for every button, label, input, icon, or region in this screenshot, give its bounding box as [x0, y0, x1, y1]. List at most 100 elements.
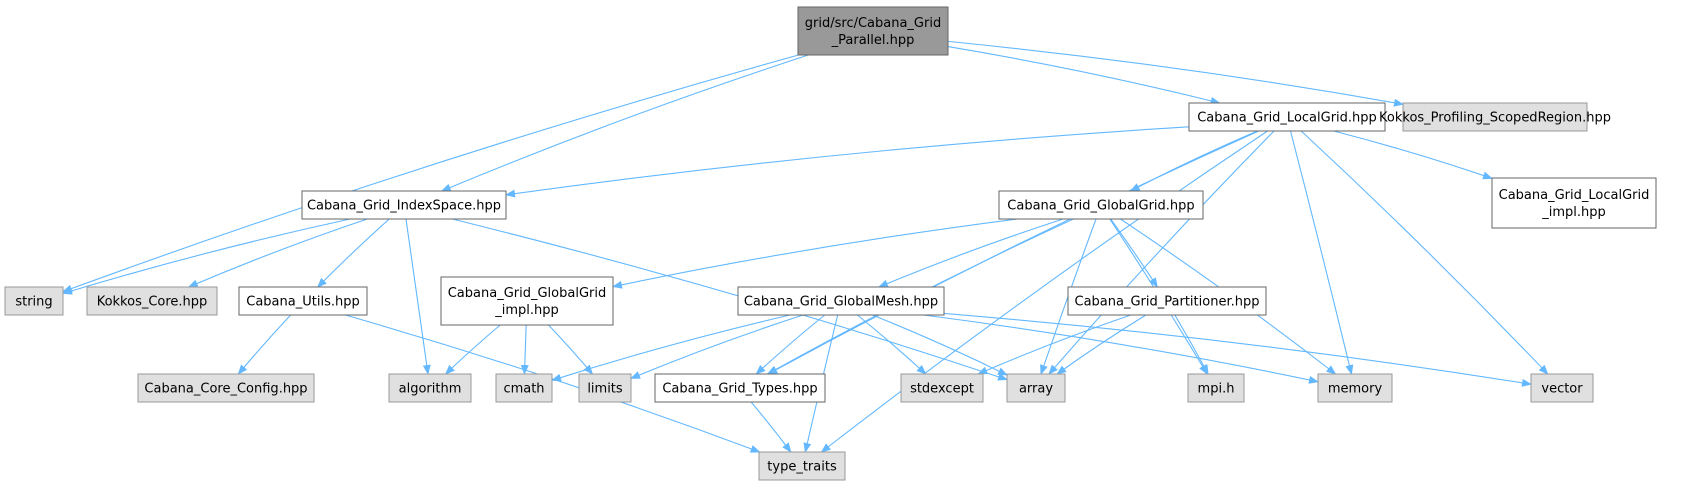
edge-line: [505, 126, 1190, 198]
edge-globalmesh-to-stdexcept: [856, 314, 927, 375]
edge-line: [856, 314, 927, 375]
edge-globalmesh-to-limits: [630, 314, 804, 379]
node-label: cmath: [503, 382, 544, 397]
edge-localgrid-to-array: [1048, 130, 1275, 375]
edge-line: [1174, 314, 1209, 375]
node-profiling: Kokkos_Profiling_ScopedRegion.hpp: [1379, 102, 1611, 132]
node-stdexcept: stdexcept: [900, 373, 984, 403]
edge-indexspace-to-algorithm: [405, 218, 431, 375]
edge-line: [943, 312, 1532, 387]
edge-types-to-type_traits: [750, 401, 792, 453]
edge-line: [520, 324, 529, 375]
node-box: [301, 190, 507, 220]
node-kokkos-core: Kokkos_Core.hpp: [86, 286, 218, 316]
node-label: _Parallel.hpp: [831, 33, 915, 48]
node-box: [758, 451, 846, 481]
node-utils[interactable]: Cabana_Utils.hpp: [238, 286, 368, 316]
node-box: [1317, 373, 1393, 403]
edge-line: [62, 54, 799, 293]
edge-line: [755, 314, 826, 375]
node-box: [1067, 286, 1267, 316]
node-string: string: [4, 286, 64, 316]
edge-globalmesh-to-cmath: [551, 314, 791, 382]
edge-globalmesh-to-vector: [943, 312, 1532, 387]
node-box: [654, 373, 826, 403]
node-box: [737, 286, 945, 316]
node-globalmesh[interactable]: Cabana_Grid_GlobalMesh.hpp: [737, 286, 945, 316]
edge-localgrid-to-memory: [1289, 130, 1354, 375]
node-box: [238, 286, 368, 316]
node-label: Kokkos_Core.hpp: [97, 295, 208, 310]
node-localgrid-impl[interactable]: Cabana_Grid_LocalGrid _impl.hpp: [1491, 177, 1657, 229]
edge-indexspace-to-string: [62, 218, 351, 295]
edge-partitioner-to-array: [1056, 314, 1147, 375]
node-label: limits: [587, 382, 623, 397]
node-box: [495, 373, 553, 403]
node-label: mpi.h: [1198, 382, 1235, 397]
node-globalgrid-impl[interactable]: Cabana_Grid_GlobalGrid_impl.hpp: [440, 276, 614, 326]
node-label: type_traits: [767, 460, 837, 475]
node-label: Cabana_Grid_LocalGrid: [1499, 188, 1650, 203]
node-types[interactable]: Cabana_Grid_Types.hpp: [654, 373, 826, 403]
node-vector: vector: [1530, 373, 1594, 403]
edge-globalgrid-to-partitioner: [1110, 218, 1158, 288]
node-label: algorithm: [399, 382, 462, 397]
edge-line: [452, 218, 1008, 381]
edge-globalgrid-to-globalmesh: [877, 218, 1064, 288]
node-label: stdexcept: [910, 382, 974, 397]
edge-line: [1333, 130, 1493, 180]
edge-root-to-profiling: [947, 40, 1404, 107]
edge-localgrid-to-vector: [1300, 130, 1549, 375]
node-type-traits: type_traits: [758, 451, 846, 481]
node-label: string: [15, 295, 52, 310]
edge-partitioner-to-mpi: [1174, 314, 1209, 375]
edge-line: [187, 218, 368, 288]
edge-line: [977, 314, 1131, 375]
node-box: [4, 286, 64, 316]
node-core-config: Cabana_Core_Config.hpp: [137, 373, 315, 403]
edge-indexspace-to-kokkos_core: [187, 218, 368, 288]
node-label: Cabana_Grid_IndexSpace.hpp: [307, 199, 501, 214]
edge-globalmesh-to-memory: [923, 314, 1319, 384]
edge-root-to-indexspace: [440, 54, 809, 192]
node-box: [388, 373, 472, 403]
node-root[interactable]: grid/src/Cabana_Grid_Parallel.hpp: [797, 6, 949, 56]
edge-line: [440, 54, 809, 192]
node-limits: limits: [578, 373, 632, 403]
node-mpi: mpi.h: [1187, 373, 1245, 403]
edge-indexspace-to-array: [452, 218, 1008, 381]
node-label: Cabana_Grid_GlobalGrid.hpp: [1007, 199, 1194, 214]
node-label: Cabana_Utils.hpp: [246, 295, 359, 310]
edge-line: [444, 324, 501, 375]
node-partitioner[interactable]: Cabana_Grid_Partitioner.hpp: [1067, 286, 1267, 316]
node-label: Cabana_Core_Config.hpp: [144, 382, 307, 397]
node-globalgrid[interactable]: Cabana_Grid_GlobalGrid.hpp: [998, 190, 1204, 220]
node-localgrid[interactable]: Cabana_Grid_LocalGrid.hpp: [1188, 102, 1386, 132]
node-label: vector: [1541, 382, 1583, 397]
edge-localgrid-to-type_traits: [820, 130, 1268, 453]
edge-layer: [62, 40, 1549, 453]
node-memory: memory: [1317, 373, 1393, 403]
node-indexspace[interactable]: Cabana_Grid_IndexSpace.hpp: [301, 190, 507, 220]
node-cmath: cmath: [495, 373, 553, 403]
edge-line: [947, 46, 1221, 105]
node-box: [1530, 373, 1594, 403]
edge-line: [1289, 130, 1354, 375]
node-box: [1491, 177, 1657, 229]
node-box: [1187, 373, 1245, 403]
edge-line: [820, 130, 1268, 453]
edge-root-to-localgrid: [947, 46, 1221, 105]
node-label: array: [1019, 382, 1053, 397]
node-algorithm: algorithm: [388, 373, 472, 403]
edge-line: [1300, 130, 1549, 375]
node-box: [578, 373, 632, 403]
node-label: _impl.hpp: [1541, 205, 1606, 220]
edge-globalgrid_impl-to-algorithm: [444, 324, 501, 375]
edge-line: [317, 218, 390, 288]
edge-globalgrid-to-globalgrid_impl: [612, 218, 1018, 289]
node-label: memory: [1328, 382, 1383, 397]
edge-localgrid-to-localgrid_impl: [1333, 130, 1493, 180]
node-label: Kokkos_Profiling_ScopedRegion.hpp: [1379, 111, 1611, 126]
edge-line: [1110, 218, 1158, 288]
